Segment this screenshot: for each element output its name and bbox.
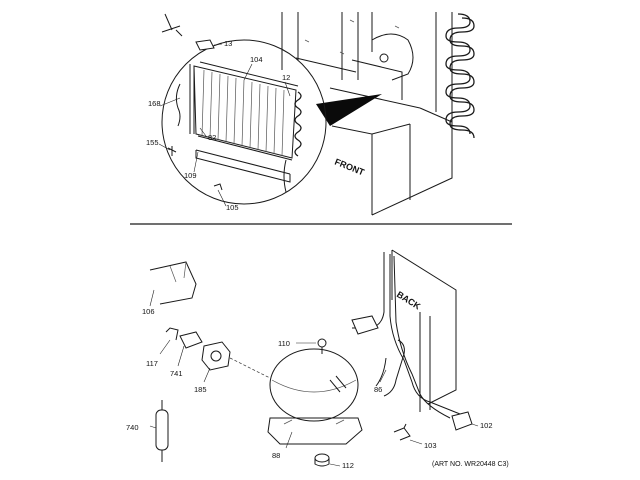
part-117-clip <box>165 327 179 341</box>
front-label: FRONT <box>333 157 366 178</box>
label-112: 112 <box>342 461 354 470</box>
label-155: 155 <box>146 138 159 147</box>
relay-mount-line <box>229 357 271 379</box>
label-88: 88 <box>272 451 280 460</box>
back-panel: BACK <box>391 249 457 412</box>
part-106-bracket <box>149 261 197 307</box>
part-103-clip <box>393 423 411 441</box>
part-155-screw <box>167 146 177 156</box>
part-88-compressor <box>267 348 363 445</box>
top-section: FRONT <box>146 12 475 216</box>
drain-line <box>283 159 287 193</box>
label-104: 104 <box>250 55 263 64</box>
label-86: 86 <box>374 385 382 394</box>
part-168-tube <box>175 83 181 127</box>
back-label: BACK <box>395 289 423 312</box>
label-185: 185 <box>194 385 207 394</box>
label-103: 103 <box>424 441 437 450</box>
zoom-pointer <box>316 94 382 126</box>
label-110: 110 <box>278 339 290 348</box>
part-741-overload <box>179 331 203 349</box>
label-168: 168 <box>148 99 161 108</box>
label-13: 13 <box>224 39 232 48</box>
label-82: 82 <box>208 133 216 142</box>
label-109: 109 <box>184 171 197 180</box>
label-102: 102 <box>480 421 493 430</box>
label-12: 12 <box>282 73 290 82</box>
top-leaders <box>158 43 291 207</box>
label-741: 741 <box>170 369 183 378</box>
label-740: 740 <box>126 423 139 432</box>
part-13-pad <box>195 39 215 51</box>
part-185-relay <box>201 341 231 371</box>
top-left-clip <box>161 13 183 37</box>
evaporator-assembly <box>189 61 302 183</box>
cabinet-outline <box>281 12 453 216</box>
label-105: 105 <box>226 203 239 212</box>
back-condenser-coil <box>445 13 475 139</box>
art-number: (ART NO. WR20448 C3) <box>432 461 509 468</box>
label-117: 117 <box>146 359 158 368</box>
detail-circle <box>161 39 327 205</box>
part-110-plug <box>317 338 327 354</box>
part-112-grommet <box>314 453 330 467</box>
bottom-leaders <box>149 339 479 467</box>
part-740-drier <box>155 400 169 462</box>
part-105-clip <box>213 183 223 191</box>
bottom-section: BACK <box>126 249 509 470</box>
part-102-connector <box>451 411 473 431</box>
tubing-harness <box>351 252 461 419</box>
label-106: 106 <box>142 307 155 316</box>
